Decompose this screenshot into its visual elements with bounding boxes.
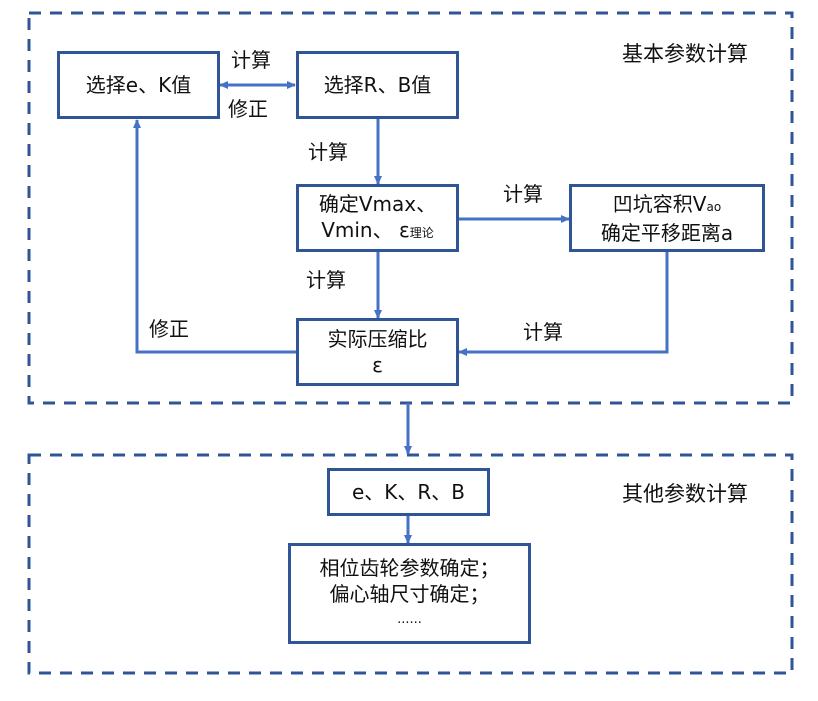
node-actual-ratio-line2: ε (372, 353, 383, 377)
edge-label-actual-to-ek: 修正 (149, 317, 189, 341)
node-pit-volume-line1-sub: ao (706, 199, 722, 214)
group-basic-border (27, 11, 794, 405)
arrow-actual-to-ek (133, 119, 297, 354)
node-other-params-line1: 相位齿轮参数确定； (319, 555, 500, 580)
edge-label-rb-to-v: 计算 (308, 140, 348, 164)
node-determine-v-line2: Vmin、 ε理论 (321, 217, 434, 246)
edge-label-ek-rb-top: 计算 (231, 48, 271, 72)
node-pit-volume-line2: 确定平移距离a (600, 220, 734, 245)
edge-label-ek-rb-bottom: 修正 (228, 97, 268, 121)
node-actual-ratio-line1: 实际压缩比 (327, 327, 428, 351)
node-params-text: e、K、R、B (351, 480, 466, 504)
arrow-pit-to-actual (458, 252, 669, 356)
node-other-params-line2: 偏心轴尺寸确定； (329, 581, 490, 606)
node-select-rb: 选择R、B值 (296, 51, 459, 119)
node-pit-volume: 凹坑容积Vao 确定平移距离a (569, 184, 765, 252)
edge-label-v-to-pit: 计算 (503, 182, 543, 206)
node-other-params: 相位齿轮参数确定； 偏心轴尺寸确定； ...... (288, 543, 531, 644)
edge-label-pit-to-actual: 计算 (523, 320, 563, 344)
node-params: e、K、R、B (327, 468, 490, 516)
node-other-params-line3: ...... (397, 611, 422, 627)
group-basic-title: 基本参数计算 (622, 42, 748, 66)
node-determine-v: 确定Vmax、 Vmin、 ε理论 (296, 184, 459, 252)
node-determine-v-line2-sub: 理论 (409, 225, 434, 240)
node-pit-volume-line1-main: 凹坑容积V (612, 191, 707, 216)
node-actual-ratio: 实际压缩比 ε (296, 318, 459, 386)
node-determine-v-line1: 确定Vmax、 (318, 191, 437, 216)
node-select-ek: 选择e、K值 (57, 51, 220, 119)
node-select-ek-text: 选择e、K值 (85, 73, 192, 97)
group-other-title: 其他参数计算 (622, 482, 748, 506)
edge-label-v-to-actual: 计算 (306, 268, 346, 292)
node-select-rb-text: 选择R、B值 (323, 73, 432, 97)
node-pit-volume-line1: 凹坑容积Vao (613, 191, 721, 220)
group-other-border (27, 453, 794, 675)
node-determine-v-line2-main: Vmin、 ε (321, 217, 410, 242)
